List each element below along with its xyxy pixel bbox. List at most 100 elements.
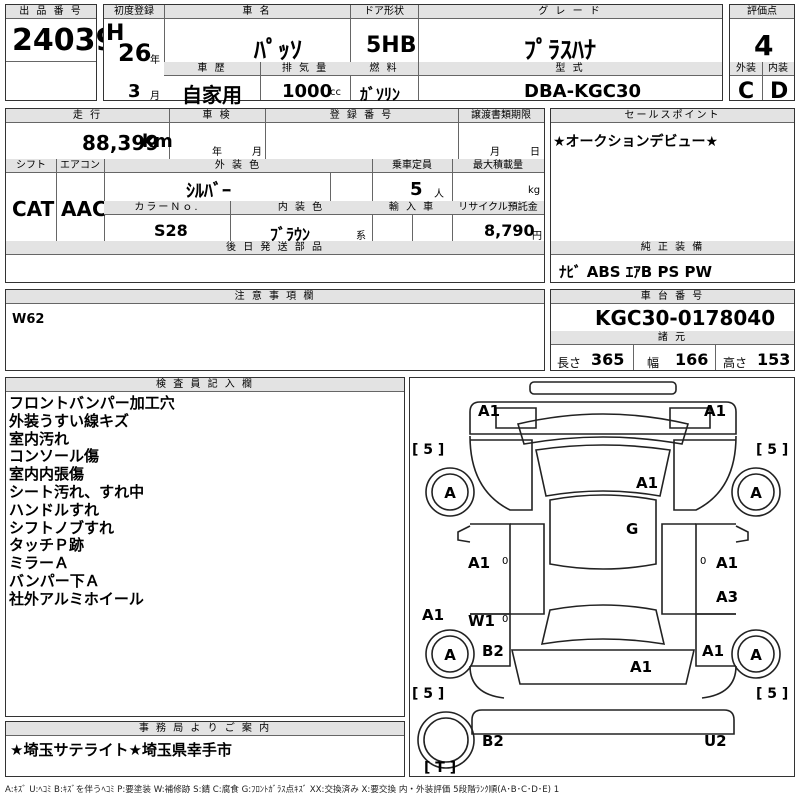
color-label: 外 装 色 <box>104 159 372 173</box>
damage-mark: A1 <box>636 474 658 492</box>
fuel: ｶﾞｿﾘﾝ <box>360 85 401 104</box>
model-label: 型 式 <box>418 62 722 76</box>
lot-number-label: 出 品 番 号 <box>6 5 96 19</box>
inspector-line: 室内汚れ <box>9 429 70 448</box>
inspector-line: コンソール傷 <box>9 447 100 466</box>
inspection-month-unit: 月 <box>252 147 262 158</box>
car-name-label: 車 名 <box>164 5 350 19</box>
displacement-unit: cc <box>330 87 341 98</box>
damage-mark: A1 <box>422 606 444 624</box>
score: 4 <box>754 29 774 62</box>
first-reg-label: 初度登録 <box>104 5 164 19</box>
sales-point-box: セールスポイント ★オークションデビュー★ 純 正 装 備 ﾅﾋﾞ ABS ｴｱ… <box>550 108 795 283</box>
inspector-line: 外装うすい線キズ <box>9 411 130 430</box>
load-unit: kg <box>528 185 541 196</box>
exterior-label: 外装 <box>730 62 762 76</box>
inspection-year-unit: 年 <box>212 147 222 158</box>
score-label: 評価点 <box>730 5 794 19</box>
recycle-unit: 円 <box>532 231 542 242</box>
equipment-label: 純 正 装 備 <box>551 241 794 255</box>
width: 166 <box>675 350 709 369</box>
grade-label: グ レ ー ド <box>418 5 722 19</box>
header-main-box: 初度登録 車 名 ドア形状 グ レ ー ド H 26 年 ﾊﾟｯｿ 5HB ﾌﾟ… <box>103 4 723 107</box>
inspection-label: 車 検 <box>169 109 265 123</box>
chassis-number: KGC30-0178040 <box>595 306 776 330</box>
office-text: ★埼玉サテライト★埼玉県幸手市 <box>10 741 232 759</box>
notes-label: 注 意 事 項 欄 <box>6 290 544 304</box>
tread-rear-left: [ 5 ] <box>412 686 444 702</box>
damage-mark: A1 <box>630 658 652 676</box>
transfer-month-unit: 月 <box>490 147 500 158</box>
fuel-label: 燃 料 <box>350 62 418 76</box>
inspector-line: ハンドルすれ <box>9 500 100 519</box>
inspector-line: 室内内張傷 <box>9 465 85 484</box>
plate-label: 登 録 番 号 <box>265 109 458 123</box>
damage-mark: A3 <box>716 588 738 606</box>
exterior-grade: C <box>738 79 755 104</box>
interior-grade: D <box>770 79 789 104</box>
width-label: 幅 <box>647 356 660 370</box>
ac-type: AAC <box>61 197 107 221</box>
capacity-unit: 人 <box>434 189 444 200</box>
sales-point-label: セールスポイント <box>551 109 794 123</box>
sales-point: ★オークションデビュー★ <box>553 134 719 150</box>
recycle-label: リサイクル預託金 <box>452 201 544 215</box>
ac-label: エアコン <box>56 159 104 173</box>
inspector-line: フロントバンパー加工穴 <box>9 394 175 412</box>
car-name: ﾊﾟｯｿ <box>254 36 302 64</box>
exterior-color: ｼﾙﾊﾞｰ <box>186 181 231 202</box>
tire-rear-left: A <box>444 646 456 664</box>
recycle-fee: 8,790 <box>484 221 535 240</box>
mileage: 88,399 <box>82 131 160 155</box>
inspector-line: シート汚れ、すれ中 <box>9 482 145 501</box>
grade: ﾌﾟﾗｽﾊﾅ <box>524 36 596 64</box>
height: 153 <box>757 350 791 369</box>
inspector-line: シフトノブすれ <box>9 518 115 537</box>
color-no: S28 <box>154 221 188 240</box>
damage-mark: B2 <box>482 732 504 750</box>
reg-month: 3 <box>128 81 141 102</box>
height-label: 高さ <box>723 356 748 370</box>
spare-tire: [ T ] <box>424 760 456 776</box>
mileage-label: 走 行 <box>6 109 169 123</box>
inspector-line: ミラーＡ <box>9 554 70 573</box>
displacement-label: 排 気 量 <box>260 62 350 76</box>
car-history: 自家用 <box>182 83 242 107</box>
damage-mark: A1 <box>702 642 724 660</box>
era: H <box>106 21 125 46</box>
interior-label: 内装 <box>762 62 794 76</box>
lot-number: 24039 <box>12 23 117 58</box>
damage-mark: U2 <box>704 732 727 750</box>
chassis-box: 車 台 番 号 KGC30-0178040 諸 元 長さ 365 幅 166 高… <box>550 289 795 371</box>
length: 365 <box>591 350 625 369</box>
door-type: 5HB <box>366 33 417 58</box>
damage-mark: W1 <box>468 612 495 630</box>
legend: A:ｷｽﾞ U:ﾍｺﾐ B:ｷｽﾞを伴うﾍｺﾐ P:要塗装 W:補修跡 S:錆 … <box>5 785 560 795</box>
tire-front-left: A <box>444 484 456 502</box>
tread-front-left: [ 5 ] <box>412 442 444 458</box>
tire-front-right: A <box>750 484 762 502</box>
notes-box: 注 意 事 項 欄 W62 <box>5 289 545 371</box>
later-parts-label: 後 日 発 送 部 品 <box>6 241 544 255</box>
interior-color-suffix: 系 <box>356 231 366 242</box>
car-diagram: A A A A [ 5 ] [ 5 ] [ 5 ] [ 5 ] [ T ] A1… <box>412 381 788 776</box>
history-label: 車 歴 <box>164 62 260 76</box>
capacity-label: 乗車定員 <box>372 159 452 173</box>
inspector-line: バンパー下Ａ <box>9 571 100 590</box>
interior-color: ﾌﾞﾗｳﾝ <box>270 225 311 244</box>
transfer-day-unit: 日 <box>530 147 540 158</box>
chassis-label: 車 台 番 号 <box>551 290 794 304</box>
lot-number-box: 出 品 番 号 24039 <box>5 4 116 101</box>
office-box: 事 務 局 よ り ご 案 内 ★埼玉サテライト★埼玉県幸手市 <box>5 721 405 777</box>
displacement: 1000 <box>282 81 333 102</box>
color-no-label: カラーＮｏ. <box>104 201 230 215</box>
small-mark: 0 <box>502 556 508 567</box>
damage-mark: A1 <box>478 402 500 420</box>
office-label: 事 務 局 よ り ご 案 内 <box>6 722 404 736</box>
car-diagram-box: A A A A [ 5 ] [ 5 ] [ 5 ] [ 5 ] [ T ] A1… <box>409 377 795 777</box>
length-label: 長さ <box>557 356 582 370</box>
small-mark: 0 <box>502 614 508 625</box>
shift-type: CAT <box>12 197 55 221</box>
inspector-line: 社外アルミホイール <box>9 589 144 608</box>
tread-front-right: [ 5 ] <box>756 442 788 458</box>
